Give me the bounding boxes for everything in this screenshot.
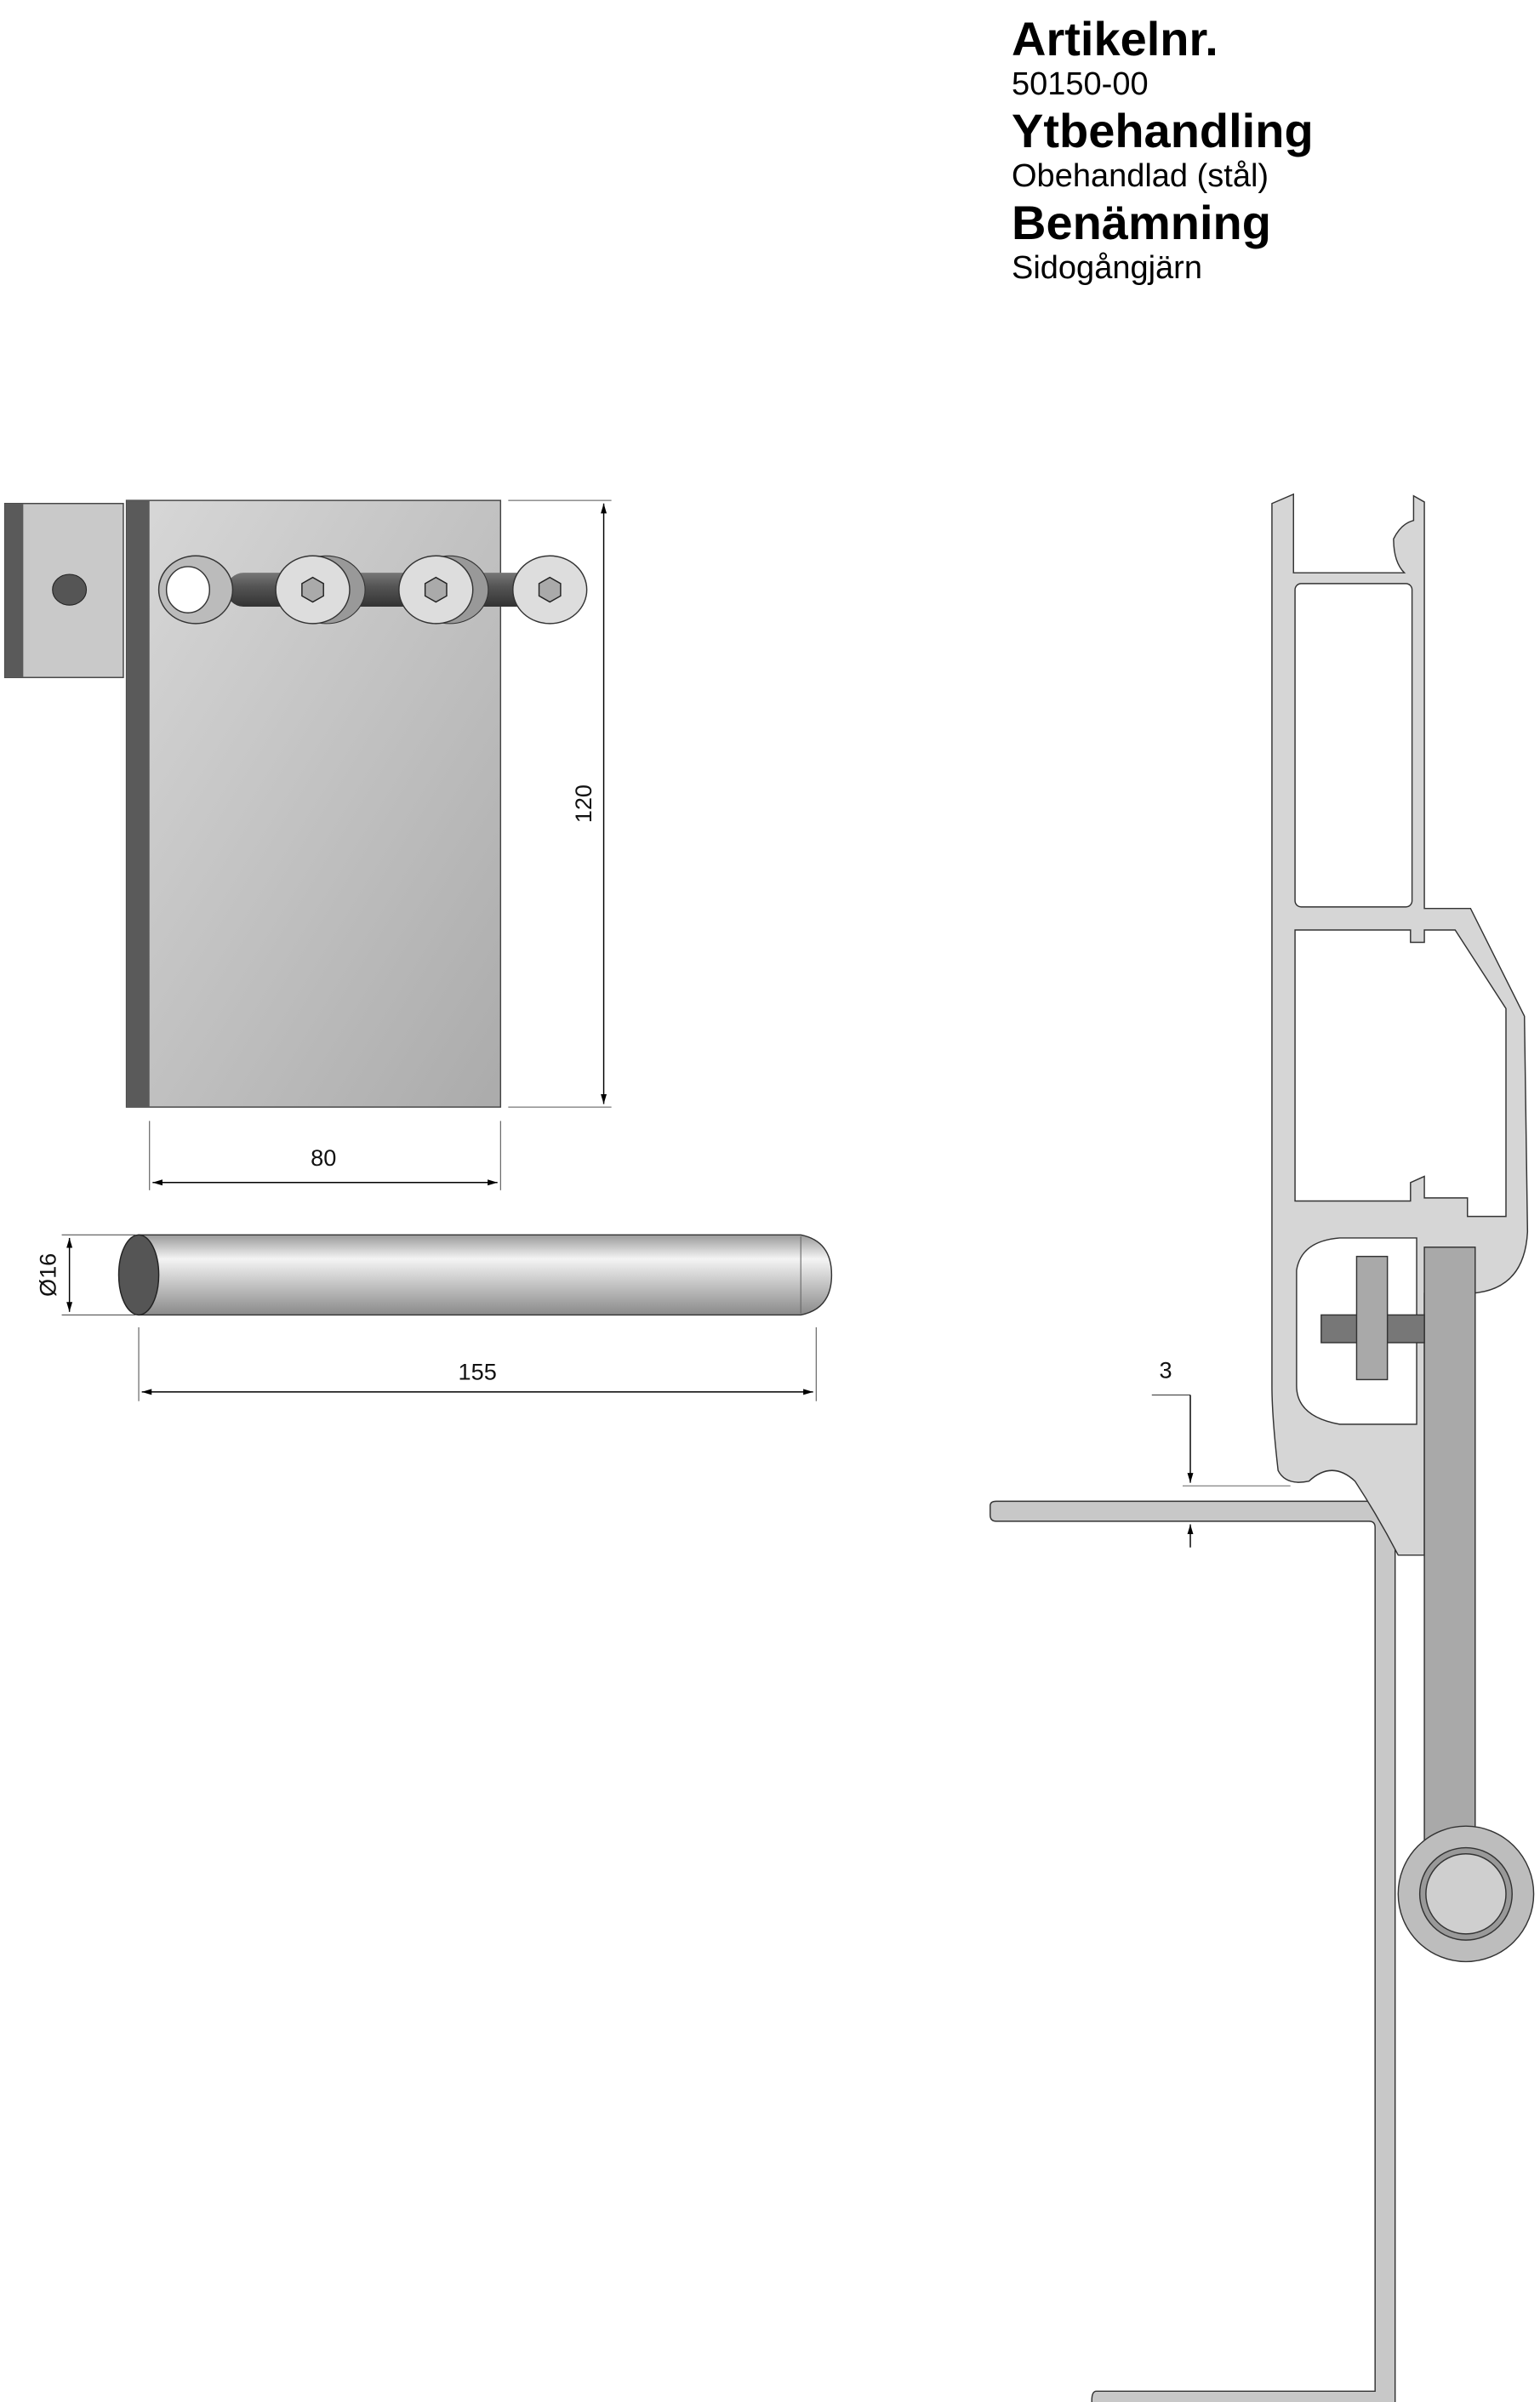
- dim-gap: 3: [1151, 1357, 1291, 1548]
- bolt-head: [398, 555, 489, 625]
- surface-value: Obehandlad (stål): [1012, 158, 1269, 194]
- article-label: Artikelnr.: [1012, 12, 1218, 66]
- bolt-head: [275, 555, 366, 625]
- hinge-plate-view: 120 80: [3, 499, 612, 1190]
- hinge-pin: [138, 1234, 833, 1316]
- hinge-pin-section: [1425, 1853, 1507, 1935]
- hinge-tab-edge: [4, 503, 24, 678]
- pin-end: [117, 1234, 160, 1316]
- dim-width-label: 80: [311, 1144, 336, 1171]
- name-label: Benämning: [1012, 196, 1271, 249]
- steel-angle: [990, 1500, 1396, 2402]
- dim-gap-label: 3: [1160, 1357, 1172, 1384]
- bolt-head: [512, 555, 588, 625]
- hinge-pin-view: Ø16 155: [34, 1234, 833, 1401]
- title-block: Artikelnr. 50150-00 Ytbehandling Obehand…: [1012, 15, 1314, 291]
- hinge-leaf: [1423, 1247, 1476, 1857]
- section-view: [990, 493, 1535, 2402]
- hex-socket-icon: [301, 576, 324, 603]
- name-value: Sidogångjärn: [1012, 250, 1202, 286]
- nut: [1355, 1255, 1389, 1381]
- dim-height-label: 120: [570, 785, 596, 823]
- dim-length-label: 155: [459, 1358, 497, 1384]
- hex-socket-icon: [424, 576, 448, 603]
- hex-socket-icon: [538, 576, 562, 603]
- surface-label: Ytbehandling: [1012, 104, 1314, 157]
- tab-hole: [52, 573, 88, 606]
- article-value: 50150-00: [1012, 66, 1149, 102]
- profile-chamber: [1294, 929, 1507, 1218]
- dim-diameter-label: Ø16: [34, 1253, 60, 1297]
- profile-chamber: [1294, 583, 1413, 908]
- hinge-plate-edge: [126, 500, 150, 1108]
